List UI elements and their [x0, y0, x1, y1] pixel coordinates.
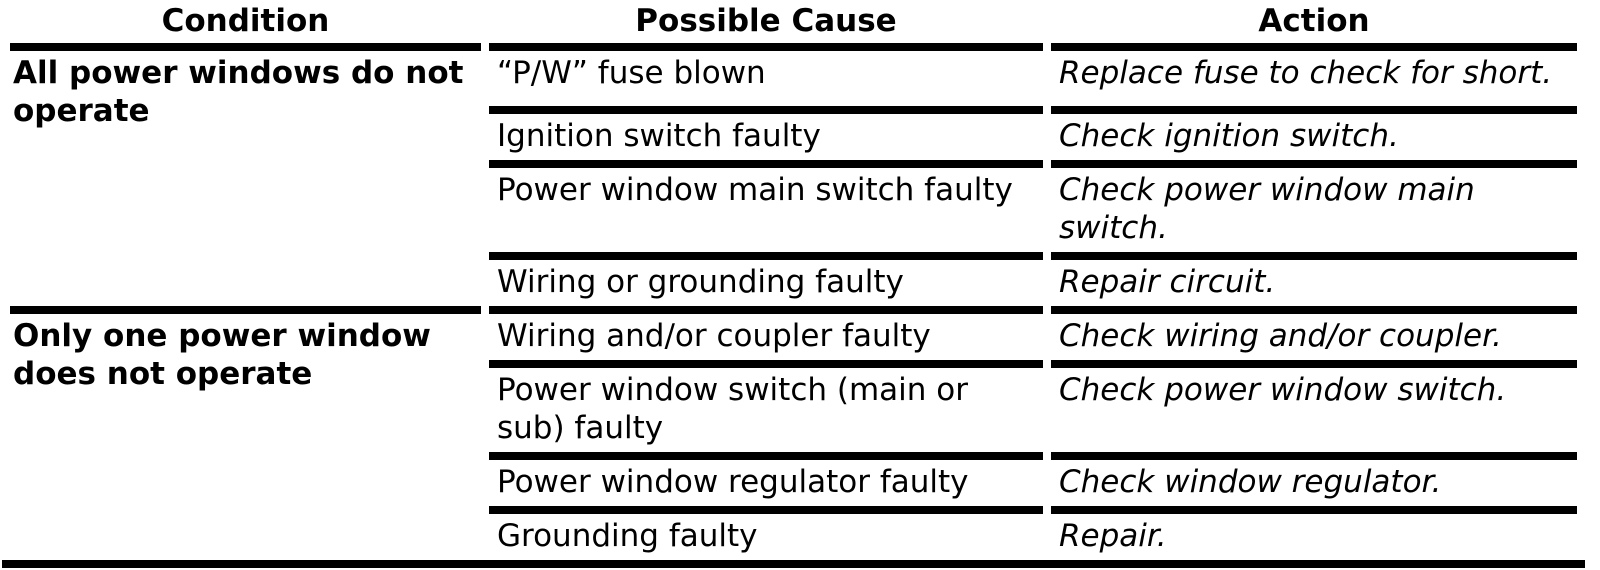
column-header-possible-cause: Possible Cause: [489, 0, 1043, 51]
table-row: Power window regulator faulty Check wind…: [10, 460, 1577, 514]
action-cell: Replace fuse to check for short.: [1051, 51, 1577, 114]
table-row: Only one power window does not operate W…: [10, 314, 1577, 392]
table-row: Ignition switch faulty Check ignition sw…: [10, 114, 1577, 168]
column-header-condition: Condition: [10, 0, 481, 51]
cause-cell: Ignition switch faulty: [489, 114, 1043, 168]
action-cell: Check power window switch.: [1051, 368, 1577, 460]
cause-cell: Power window regulator faulty: [489, 460, 1043, 514]
header-row: Condition Possible Cause Action: [10, 0, 1577, 51]
cause-cell: Power window main switch faulty: [489, 168, 1043, 260]
action-cell: Repair circuit.: [1051, 260, 1577, 314]
condition-cell: All power windows do not operate: [10, 51, 481, 314]
action-cell: Check ignition switch.: [1051, 114, 1577, 168]
table-row: Grounding faulty Repair.: [10, 514, 1577, 560]
cause-cell: Grounding faulty: [497, 518, 758, 554]
action-cell: Check wiring and/or coupler.: [1051, 314, 1577, 368]
cause-cell: Wiring and/or coupler faulty: [489, 314, 1043, 368]
table-row: Power window switch (main or sub) faulty…: [10, 368, 1577, 460]
column-header-action: Action: [1051, 0, 1577, 51]
action-cell: Check power window main switch.: [1051, 168, 1577, 260]
cause-cell: Wiring or grounding faulty: [489, 260, 1043, 314]
cause-cell: Power window switch (main or sub) faulty: [489, 368, 1043, 460]
action-cell: Check window regulator.: [1051, 460, 1577, 514]
condition-cell: Only one power window does not operate: [13, 318, 431, 392]
table-row: Wiring or grounding faulty Repair circui…: [10, 260, 1577, 314]
action-cell: Repair.: [1059, 518, 1167, 554]
table-row: Power window main switch faulty Check po…: [10, 168, 1577, 260]
cause-cell: “P/W” fuse blown: [489, 51, 1043, 114]
table-row: All power windows do not operate “P/W” f…: [10, 51, 1577, 314]
